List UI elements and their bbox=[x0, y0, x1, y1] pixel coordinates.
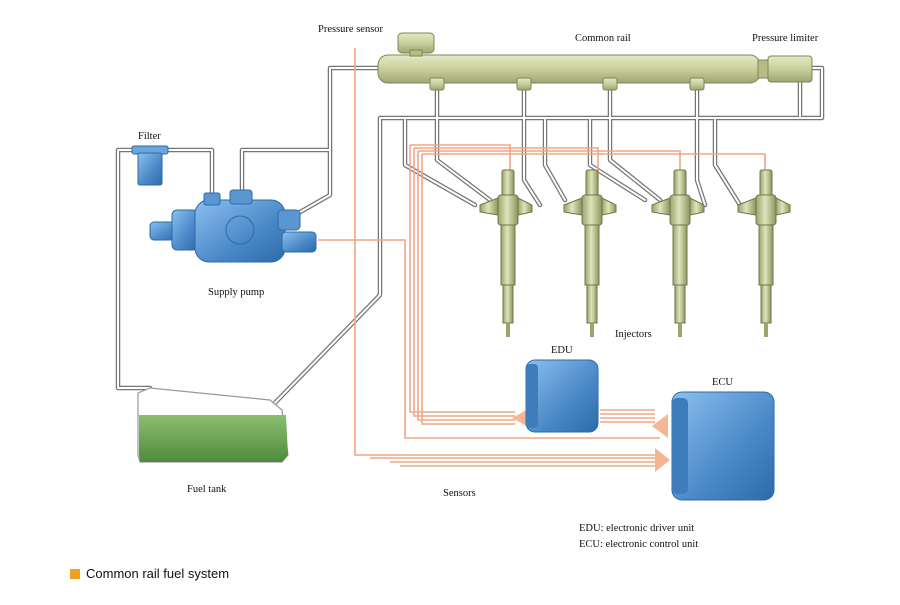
label-pressure-limiter: Pressure limiter bbox=[752, 33, 819, 44]
label-ecu: ECU bbox=[712, 377, 733, 388]
legend-ecu: ECU: electronic control unit bbox=[579, 539, 699, 550]
figure-caption: Common rail fuel system bbox=[70, 566, 229, 581]
label-sensors: Sensors bbox=[443, 488, 476, 499]
label-edu: EDU bbox=[551, 345, 573, 356]
injectors bbox=[479, 169, 791, 337]
injector bbox=[651, 169, 705, 337]
supply-pump bbox=[149, 189, 317, 263]
pressure-limiter bbox=[757, 55, 813, 83]
legend-edu: EDU: electronic driver unit bbox=[579, 523, 695, 534]
edu-box bbox=[525, 359, 599, 433]
label-injectors: Injectors bbox=[615, 329, 652, 340]
label-fuel-tank: Fuel tank bbox=[187, 484, 227, 495]
injector bbox=[737, 169, 791, 337]
fuel-pipes bbox=[115, 65, 825, 463]
signal-lines bbox=[318, 48, 766, 467]
label-common-rail: Common rail bbox=[575, 33, 631, 44]
label-filter: Filter bbox=[138, 131, 161, 142]
injector bbox=[563, 169, 617, 337]
label-pressure-sensor: Pressure sensor bbox=[318, 24, 384, 35]
caption-text: Common rail fuel system bbox=[86, 566, 230, 581]
common-rail bbox=[377, 54, 761, 91]
fuel-tank bbox=[137, 387, 289, 463]
caption-square-icon bbox=[70, 569, 80, 579]
pressure-sensor bbox=[397, 32, 435, 57]
filter bbox=[131, 145, 169, 186]
injector bbox=[479, 169, 533, 337]
label-supply-pump: Supply pump bbox=[208, 287, 265, 298]
ecu-box bbox=[671, 391, 775, 501]
